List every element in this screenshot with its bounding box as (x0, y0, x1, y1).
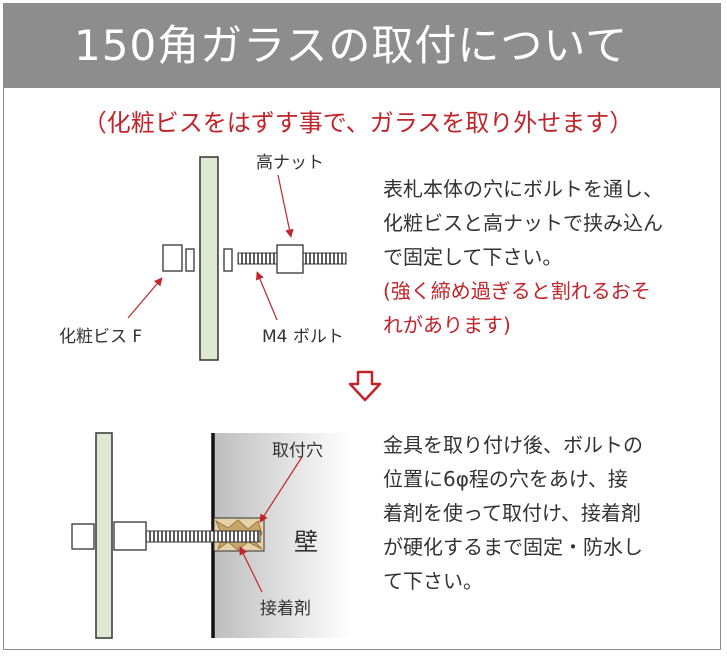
cosmetic-screw-washer (185, 248, 195, 272)
m4-bolt-label: M4 ボルト (262, 327, 344, 347)
step1-warning-line: (強く締め過ぎると割れるおそ (383, 279, 651, 303)
step2-diagram (71, 432, 350, 639)
mount-hole-leader (259, 456, 303, 523)
step1-warning-line: れがあります) (383, 313, 511, 337)
step2-line: 位置に6φ程の穴をあけ、接 (383, 467, 628, 491)
high-nut-leader (277, 174, 294, 238)
step1-line: 表札本体の穴にボルトを通し、 (383, 177, 663, 201)
step2-instructions: 金具を取り付け後、ボルトの 位置に6φ程の穴をあけ、接 着剤を使って取付け、接着… (383, 428, 643, 598)
adhesive-label: 接着剤 (260, 599, 311, 619)
step1-diagram (127, 156, 347, 361)
adhesive-leader (239, 546, 263, 593)
hollow-down-arrow-icon (348, 370, 382, 402)
step2-line: て下さい。 (383, 569, 483, 593)
bolt-washer (223, 248, 233, 272)
cosmetic-screw-label: 化粧ビス F (59, 327, 143, 347)
high-nut (276, 244, 304, 274)
step2-line: 着剤を使って取付け、接着剤 (383, 501, 641, 525)
glass-panel (199, 156, 219, 361)
step1-instructions: 表札本体の穴にボルトを通し、 化粧ビスと高ナットで挟み込ん で固定して下さい。 … (383, 172, 663, 342)
m4-bolt-thread (145, 530, 261, 543)
step1-line: で固定して下さい。 (383, 245, 563, 269)
subtitle: （化粧ビスをはずす事で、ガラスを取り外せます） (82, 109, 634, 137)
step2-line: 金具を取り付け後、ボルトの (383, 433, 643, 457)
high-nut (113, 521, 147, 551)
step1-line: 化粧ビスと高ナットで挟み込ん (383, 211, 663, 235)
wall-label: 壁 (294, 528, 318, 556)
mount-hole-label: 取付穴 (272, 441, 323, 461)
cosmetic-screw-head (71, 523, 95, 550)
cosmetic-screw-leader (127, 277, 163, 319)
m4-bolt-leader (256, 271, 278, 321)
glass-panel (95, 432, 113, 639)
cosmetic-screw-head (162, 244, 183, 272)
page-title: 150角ガラスの取付について (4, 4, 720, 88)
step2-line: が硬化するまで固定・防水し (383, 535, 643, 559)
high-nut-label: 高ナット (256, 153, 324, 173)
